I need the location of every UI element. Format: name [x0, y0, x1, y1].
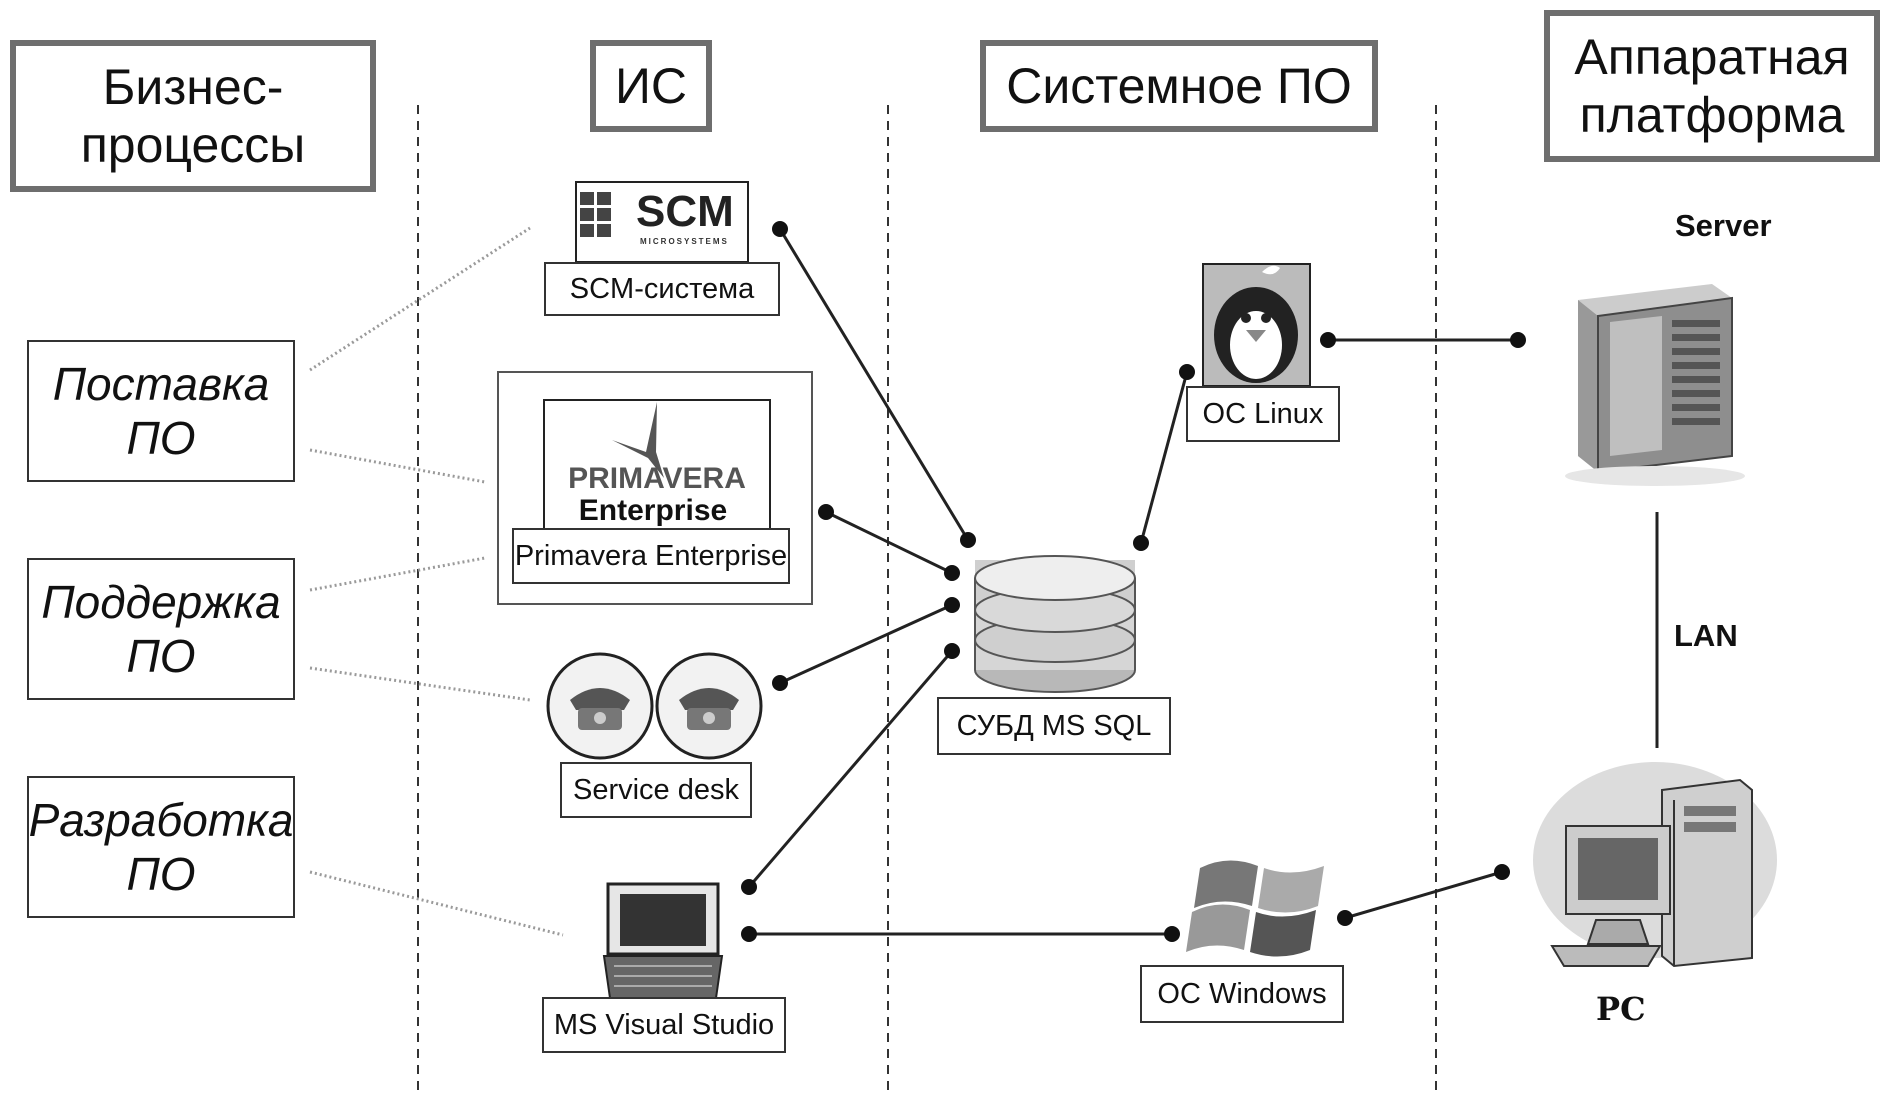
dot-dbms-servicedesk [944, 597, 960, 613]
label-scm-system: SCM-система [544, 262, 780, 316]
primavera-logo-text2: Enterprise [579, 494, 727, 527]
link-servicedesk-dbms [779, 603, 953, 685]
link-delivery-primavera [309, 448, 486, 484]
dot-dbms-scm [960, 532, 976, 548]
label-primavera-enterprise: Primavera Enterprise [512, 528, 790, 584]
server-icon [1565, 284, 1745, 486]
dot-dbms-linux [1133, 535, 1149, 551]
link-scm-dbms [778, 228, 970, 541]
scm-logo-subtext: MICROSYSTEMS [640, 237, 729, 246]
scm-logo-text: SCM [636, 187, 734, 236]
dot-server [1510, 332, 1526, 348]
link-dbms-linux [1139, 371, 1189, 544]
label-os-linux: ОС Linux [1186, 386, 1340, 442]
header-business-processes: Бизнес- процессы [10, 40, 376, 192]
scm-logo-icon: SCM MICROSYSTEMS [575, 181, 749, 263]
header-is: ИС [590, 40, 712, 132]
primavera-frame [497, 371, 813, 605]
dot-linux-right [1320, 332, 1336, 348]
dot-scm [772, 221, 788, 237]
label-ms-visual-studio: MS Visual Studio [542, 997, 786, 1053]
link-dev-vstudio [309, 870, 564, 937]
phone-icon [546, 652, 654, 760]
label-pc: PC [1596, 990, 1646, 1028]
link-support-primavera [309, 556, 486, 592]
label-os-windows: ОС Windows [1140, 965, 1344, 1023]
label-service-desk: Service desk [560, 762, 752, 818]
dot-pc [1494, 864, 1510, 880]
database-icon [974, 555, 1136, 693]
link-vstudio-dbms [747, 650, 954, 888]
dot-windows-right [1337, 910, 1353, 926]
link-primavera-dbms [825, 510, 953, 575]
link-support-servicedesk [309, 666, 531, 702]
primavera-logo-icon: PRIMAVERA Enterprise [543, 399, 771, 531]
label-dbms-ms-sql: СУБД MS SQL [937, 697, 1171, 755]
link-delivery-scm [309, 226, 531, 372]
primavera-logo-text: PRIMAVERA [568, 462, 746, 495]
dot-dbms-primavera [944, 565, 960, 581]
label-lan: LAN [1674, 618, 1738, 653]
dot-vstudio-bottom [741, 926, 757, 942]
dot-vstudio-top [741, 879, 757, 895]
windows-logo-icon [1186, 860, 1324, 957]
process-software-delivery: Поставка ПО [27, 340, 295, 482]
laptop-icon [602, 882, 724, 999]
link-windows-pc [1344, 870, 1503, 920]
dot-servicedesk [772, 675, 788, 691]
dot-linux-bottom [1179, 364, 1195, 380]
dot-primavera [818, 504, 834, 520]
linux-penguin-icon [1202, 263, 1311, 387]
process-software-support: Поддержка ПО [27, 558, 295, 700]
process-software-development: Разработка ПО [27, 776, 295, 918]
header-hardware-platform: Аппаратная платформа [1544, 10, 1880, 162]
dot-windows [1164, 926, 1180, 942]
dot-dbms-vstudio [944, 643, 960, 659]
label-server: Server [1675, 208, 1772, 243]
phone-icon [655, 652, 763, 760]
header-system-software: Системное ПО [980, 40, 1378, 132]
pc-icon [1533, 762, 1777, 968]
